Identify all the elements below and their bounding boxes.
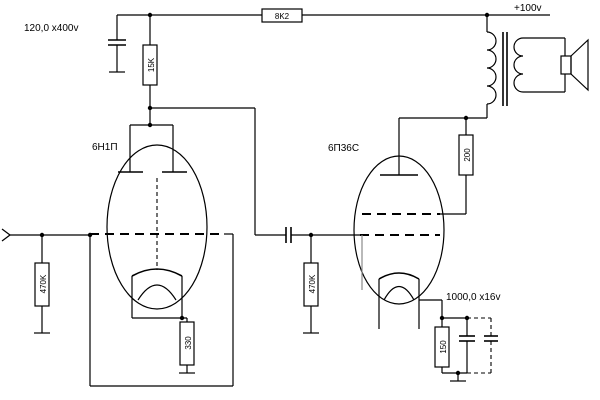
cathode-capacitor-label: 1000,0 x16v — [446, 292, 501, 303]
supply-rail: +100v — [117, 3, 550, 18]
output-tube: 6П36С — [328, 118, 445, 329]
speaker-icon — [560, 38, 589, 92]
driver-tube: 6Н1П — [90, 124, 224, 321]
resistor-470k-input: 470K — [34, 235, 50, 334]
resistor-15k-label: 15K — [147, 57, 156, 72]
feedback-loop — [89, 233, 234, 387]
output-tube-label: 6П36С — [328, 143, 359, 154]
supply-capacitor: 120,0 x400v — [24, 15, 126, 73]
cathode-network: 1000,0 x16v 150 — [434, 292, 501, 382]
supply-voltage-label: +100v — [514, 3, 542, 14]
supply-capacitor-label: 120,0 x400v — [24, 23, 79, 34]
resistor-200-label: 200 — [463, 148, 472, 162]
resistor-470k-input-label: 470K — [39, 274, 48, 293]
resistor-330-label: 330 — [184, 336, 193, 350]
input-section — [1, 228, 93, 242]
resistor-8k2-label: 8K2 — [275, 12, 290, 21]
resistor-200: 200 — [440, 118, 474, 215]
coupling-capacitor — [285, 227, 360, 243]
coupling-wire — [150, 107, 286, 236]
resistor-15k: 15K — [142, 15, 158, 128]
output-anode-wire — [399, 115, 487, 121]
resistor-470k-output-label: 470K — [308, 274, 317, 293]
resistor-8k2: 8K2 — [261, 8, 303, 23]
resistor-470k-output: 470K — [303, 235, 319, 334]
driver-tube-label: 6Н1П — [92, 142, 118, 153]
resistor-150-label: 150 — [439, 340, 448, 354]
ground-icon — [450, 373, 466, 382]
resistor-330: 330 — [179, 318, 195, 374]
output-transformer-icon — [486, 15, 566, 118]
input-jack-icon — [1, 228, 11, 242]
